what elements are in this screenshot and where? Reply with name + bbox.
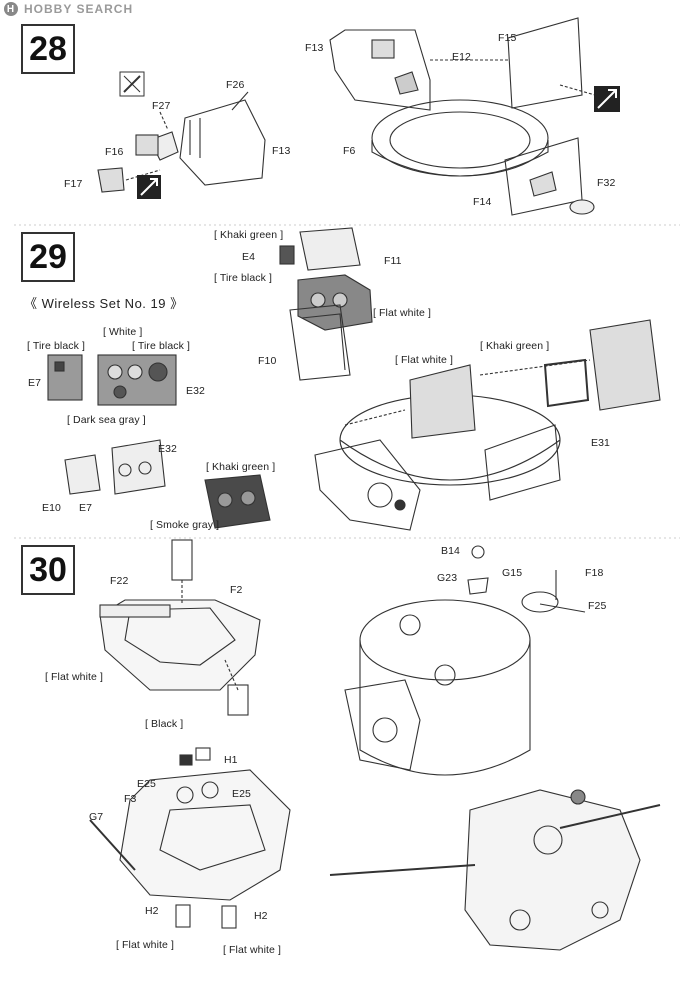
part-label: E25	[232, 788, 251, 800]
paint-label: [ Khaki green ]	[214, 229, 284, 241]
paint-label: [ Flat white ]	[223, 944, 282, 956]
part-label: H2	[254, 910, 268, 922]
part-label: G7	[89, 811, 104, 823]
part-label: F17	[64, 178, 83, 190]
part-label: E7	[79, 502, 93, 514]
part-label: E7	[28, 377, 42, 389]
part-label: F27	[152, 100, 171, 112]
part-label: E4	[242, 251, 256, 263]
part-label: E12	[452, 51, 471, 63]
paint-label: [ Flat white ]	[45, 671, 104, 683]
part-label: F10	[258, 355, 277, 367]
step-number-30: 30	[21, 545, 75, 595]
part-label: F2	[230, 584, 243, 596]
paint-label: [ Smoke gray ]	[150, 519, 220, 531]
part-label: F25	[588, 600, 607, 612]
part-label: F14	[473, 196, 492, 208]
paint-label: [ Khaki green ]	[206, 461, 276, 473]
part-label: G15	[502, 567, 523, 579]
part-label: F11	[384, 255, 402, 267]
part-label: F18	[585, 567, 604, 579]
part-label: E10	[42, 502, 61, 514]
wireless-set-subtitle: 《 Wireless Set No. 19 》	[24, 296, 184, 311]
paint-label: [ Flat white ]	[395, 354, 454, 366]
part-label: B14	[441, 545, 460, 557]
part-label: F13	[305, 42, 324, 54]
part-label: F3	[124, 793, 137, 805]
part-label: F16	[105, 146, 124, 158]
paint-label: [ Black ]	[145, 718, 184, 730]
site-header: H HOBBY SEARCH	[4, 2, 133, 16]
paint-label: [ Tire black ]	[132, 340, 191, 352]
part-label: E31	[591, 437, 610, 449]
part-label: F15	[498, 32, 517, 44]
part-label: E32	[186, 385, 205, 397]
part-label: H1	[224, 754, 238, 766]
paint-label: [ Khaki green ]	[480, 340, 550, 352]
paint-label: [ Flat white ]	[373, 307, 432, 319]
part-label: E32	[158, 443, 177, 455]
part-label: F32	[597, 177, 616, 189]
step-number-28: 28	[21, 24, 75, 74]
paint-label: [ Tire black ]	[214, 272, 273, 284]
step-number-29: 29	[21, 232, 75, 282]
part-label: F6	[343, 145, 356, 157]
paint-label: [ Dark sea gray ]	[67, 414, 146, 426]
paint-label: [ Tire black ]	[27, 340, 86, 352]
paint-label: [ Flat white ]	[116, 939, 175, 951]
paint-label: [ White ]	[103, 326, 143, 338]
part-label: E25	[137, 778, 156, 790]
part-label: G23	[437, 572, 458, 584]
logo-icon: H	[4, 2, 18, 16]
part-label: F26	[226, 79, 245, 91]
part-label: F22	[110, 575, 129, 587]
part-label: H2	[145, 905, 159, 917]
site-name: HOBBY SEARCH	[24, 2, 134, 16]
pinch-arrow-icon	[137, 86, 620, 199]
part-label: F13	[272, 145, 291, 157]
cement-tool-icon	[119, 71, 145, 97]
